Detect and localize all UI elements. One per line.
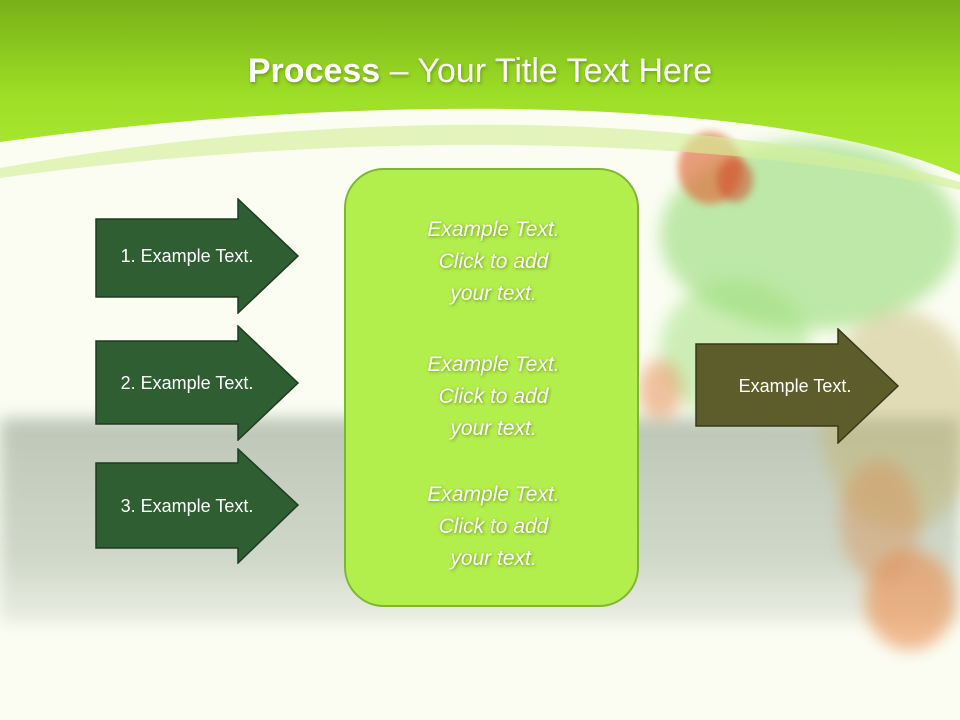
center-item-2-line-1: Example Text. bbox=[427, 353, 560, 376]
header-highlight bbox=[0, 124, 960, 190]
center-item-1-line-2: Click to add bbox=[438, 250, 549, 273]
center-item-1-line-1: Example Text. bbox=[427, 218, 560, 241]
title-rest: – Your Title Text Here bbox=[380, 52, 713, 90]
title-bold: Process bbox=[247, 52, 381, 90]
step-arrow-2: 2. Example Text. bbox=[95, 324, 300, 442]
step-label-3: 3. Example Text. bbox=[120, 495, 254, 516]
center-item-3-line-1: Example Text. bbox=[427, 483, 560, 506]
step-label-1: 1. Example Text. bbox=[120, 245, 254, 266]
center-item-1-line-3: your text. bbox=[450, 282, 537, 305]
center-text-box: Example Text. Click to add your text. Ex… bbox=[344, 168, 639, 607]
slide-title: Process – Your Title Text Here bbox=[0, 52, 960, 91]
center-item-2-line-2: Click to add bbox=[438, 385, 549, 408]
result-arrow: Example Text. bbox=[695, 327, 900, 445]
center-item-3-line-2: Click to add bbox=[438, 515, 549, 538]
center-item-3: Example Text. Click to add your text. bbox=[346, 479, 641, 575]
center-item-1: Example Text. Click to add your text. bbox=[346, 214, 641, 310]
arrow-shape bbox=[95, 447, 300, 565]
step-arrow-3: 3. Example Text. bbox=[95, 447, 300, 565]
arrow-shape bbox=[95, 197, 300, 315]
center-item-2: Example Text. Click to add your text. bbox=[346, 349, 641, 445]
step-arrow-1: 1. Example Text. bbox=[95, 197, 300, 315]
result-label: Example Text. bbox=[738, 375, 852, 396]
center-item-2-line-3: your text. bbox=[450, 417, 537, 440]
center-item-3-line-3: your text. bbox=[450, 547, 537, 570]
arrow-shape bbox=[695, 327, 900, 445]
arrow-shape bbox=[95, 324, 300, 442]
header-band bbox=[0, 0, 960, 175]
step-label-2: 2. Example Text. bbox=[120, 372, 254, 393]
